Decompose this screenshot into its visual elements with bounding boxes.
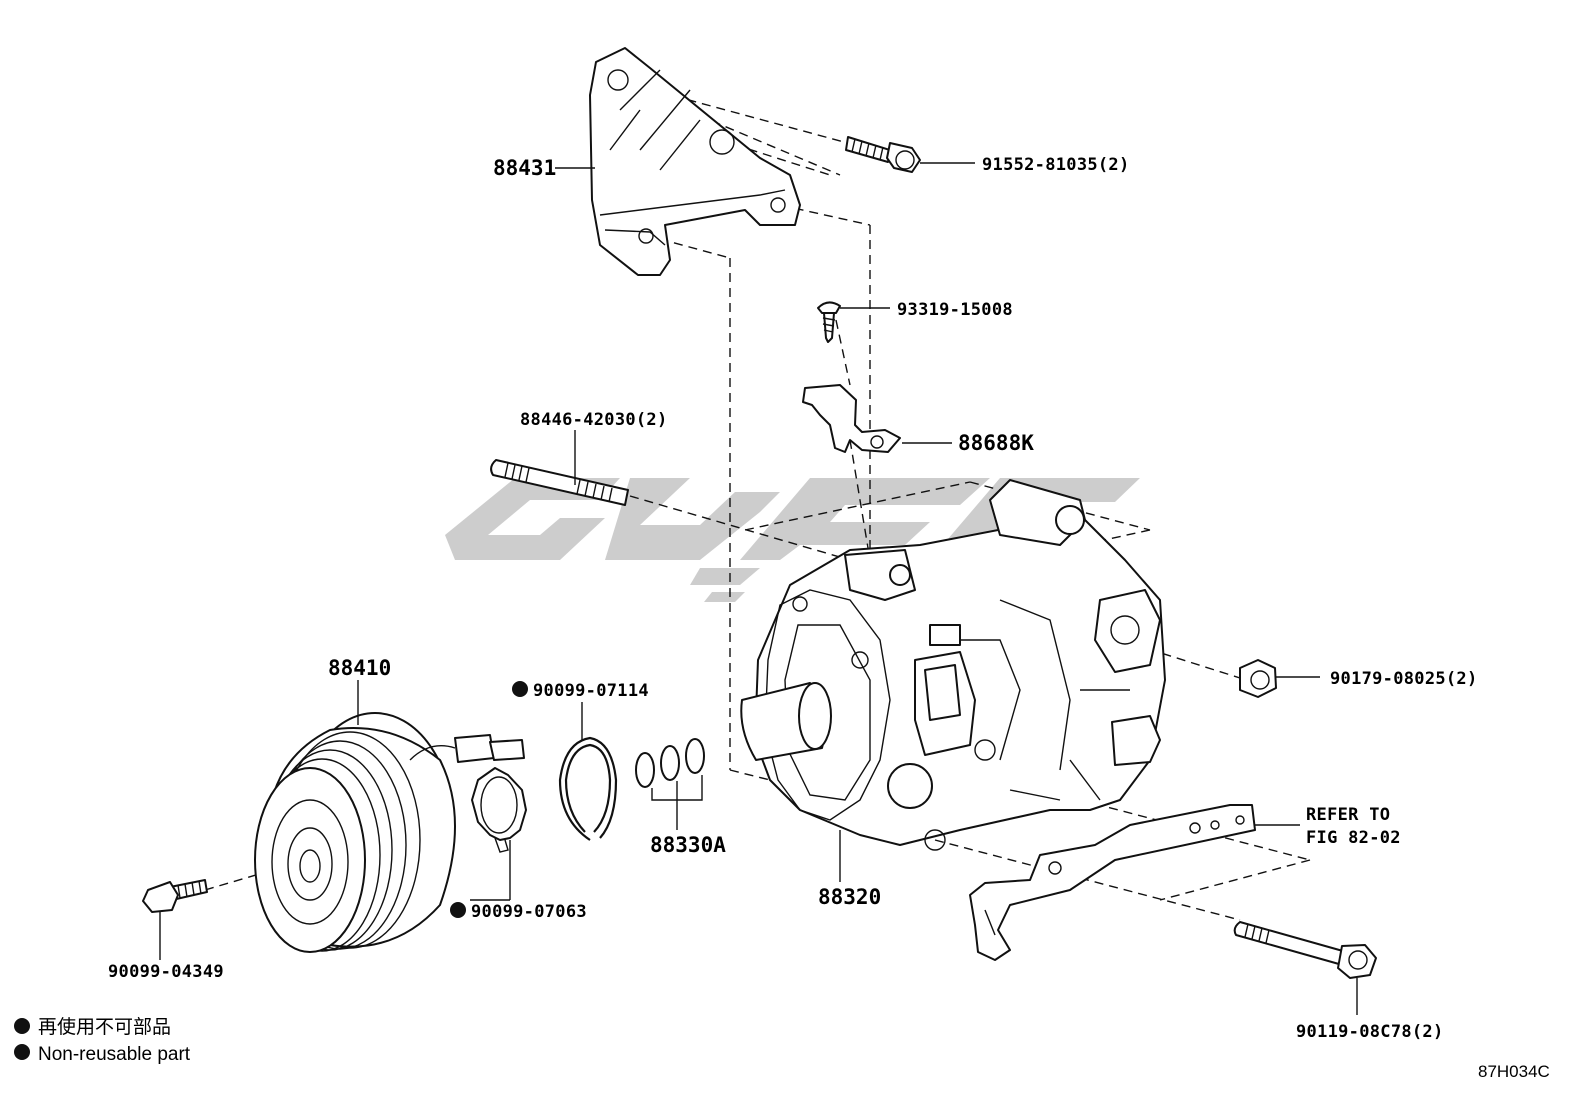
non-reusable-dot — [512, 681, 528, 697]
mounting-plate — [969, 804, 1256, 961]
clutch-pulley-88410 — [254, 712, 525, 953]
label-clutch: 88410 — [328, 656, 391, 680]
bolt-91552-81035 — [845, 136, 921, 173]
screw-93319-15008 — [817, 301, 841, 343]
shim-washer-90099-07063 — [471, 767, 527, 853]
label-snap-ring: 90099-07114 — [533, 681, 649, 701]
part-labels: 88431 91552-81035(2) 93319-15008 88688K … — [108, 155, 1478, 1042]
label-shim-washer: 90099-07063 — [471, 902, 587, 922]
label-bracket-bolt: 91552-81035(2) — [982, 155, 1130, 175]
label-nut: 90179-08025(2) — [1330, 669, 1478, 689]
bolt-90119-08C78 — [1233, 921, 1377, 979]
non-reusable-dot — [450, 902, 466, 918]
label-refer-line1: REFER TO — [1306, 805, 1390, 825]
stud-88446-42030 — [490, 459, 629, 506]
legend-chinese: 再使用不可部品 — [38, 1016, 171, 1038]
bolt-90099-04349 — [142, 879, 208, 913]
label-clutch-bolt: 90099-04349 — [108, 962, 224, 982]
clamp-88688K — [802, 384, 901, 453]
label-stud: 88446-42030(2) — [520, 410, 668, 430]
legend-english: Non-reusable part — [38, 1044, 191, 1065]
label-shims: 88330A — [650, 833, 726, 857]
nut-90179-08025 — [1239, 659, 1277, 698]
leader-lines — [159, 162, 1358, 1015]
snap-ring-90099-07114 — [558, 736, 618, 841]
label-long-bolt: 90119-08C78(2) — [1296, 1022, 1444, 1042]
label-refer-line2: FIG 82-02 — [1306, 828, 1401, 848]
label-compressor: 88320 — [818, 885, 881, 909]
figure-code: 87H034C — [1478, 1062, 1550, 1081]
label-screw: 93319-15008 — [897, 300, 1013, 320]
compressor-88320 — [740, 479, 1166, 851]
legend-dot — [14, 1018, 30, 1034]
label-bracket: 88431 — [493, 156, 556, 180]
bracket-88431 — [589, 47, 801, 276]
label-clamp: 88688K — [958, 431, 1034, 455]
legend-dot — [14, 1044, 30, 1060]
legend: 再使用不可部品 Non-reusable part — [14, 1016, 191, 1065]
shims-88330A — [635, 738, 705, 801]
